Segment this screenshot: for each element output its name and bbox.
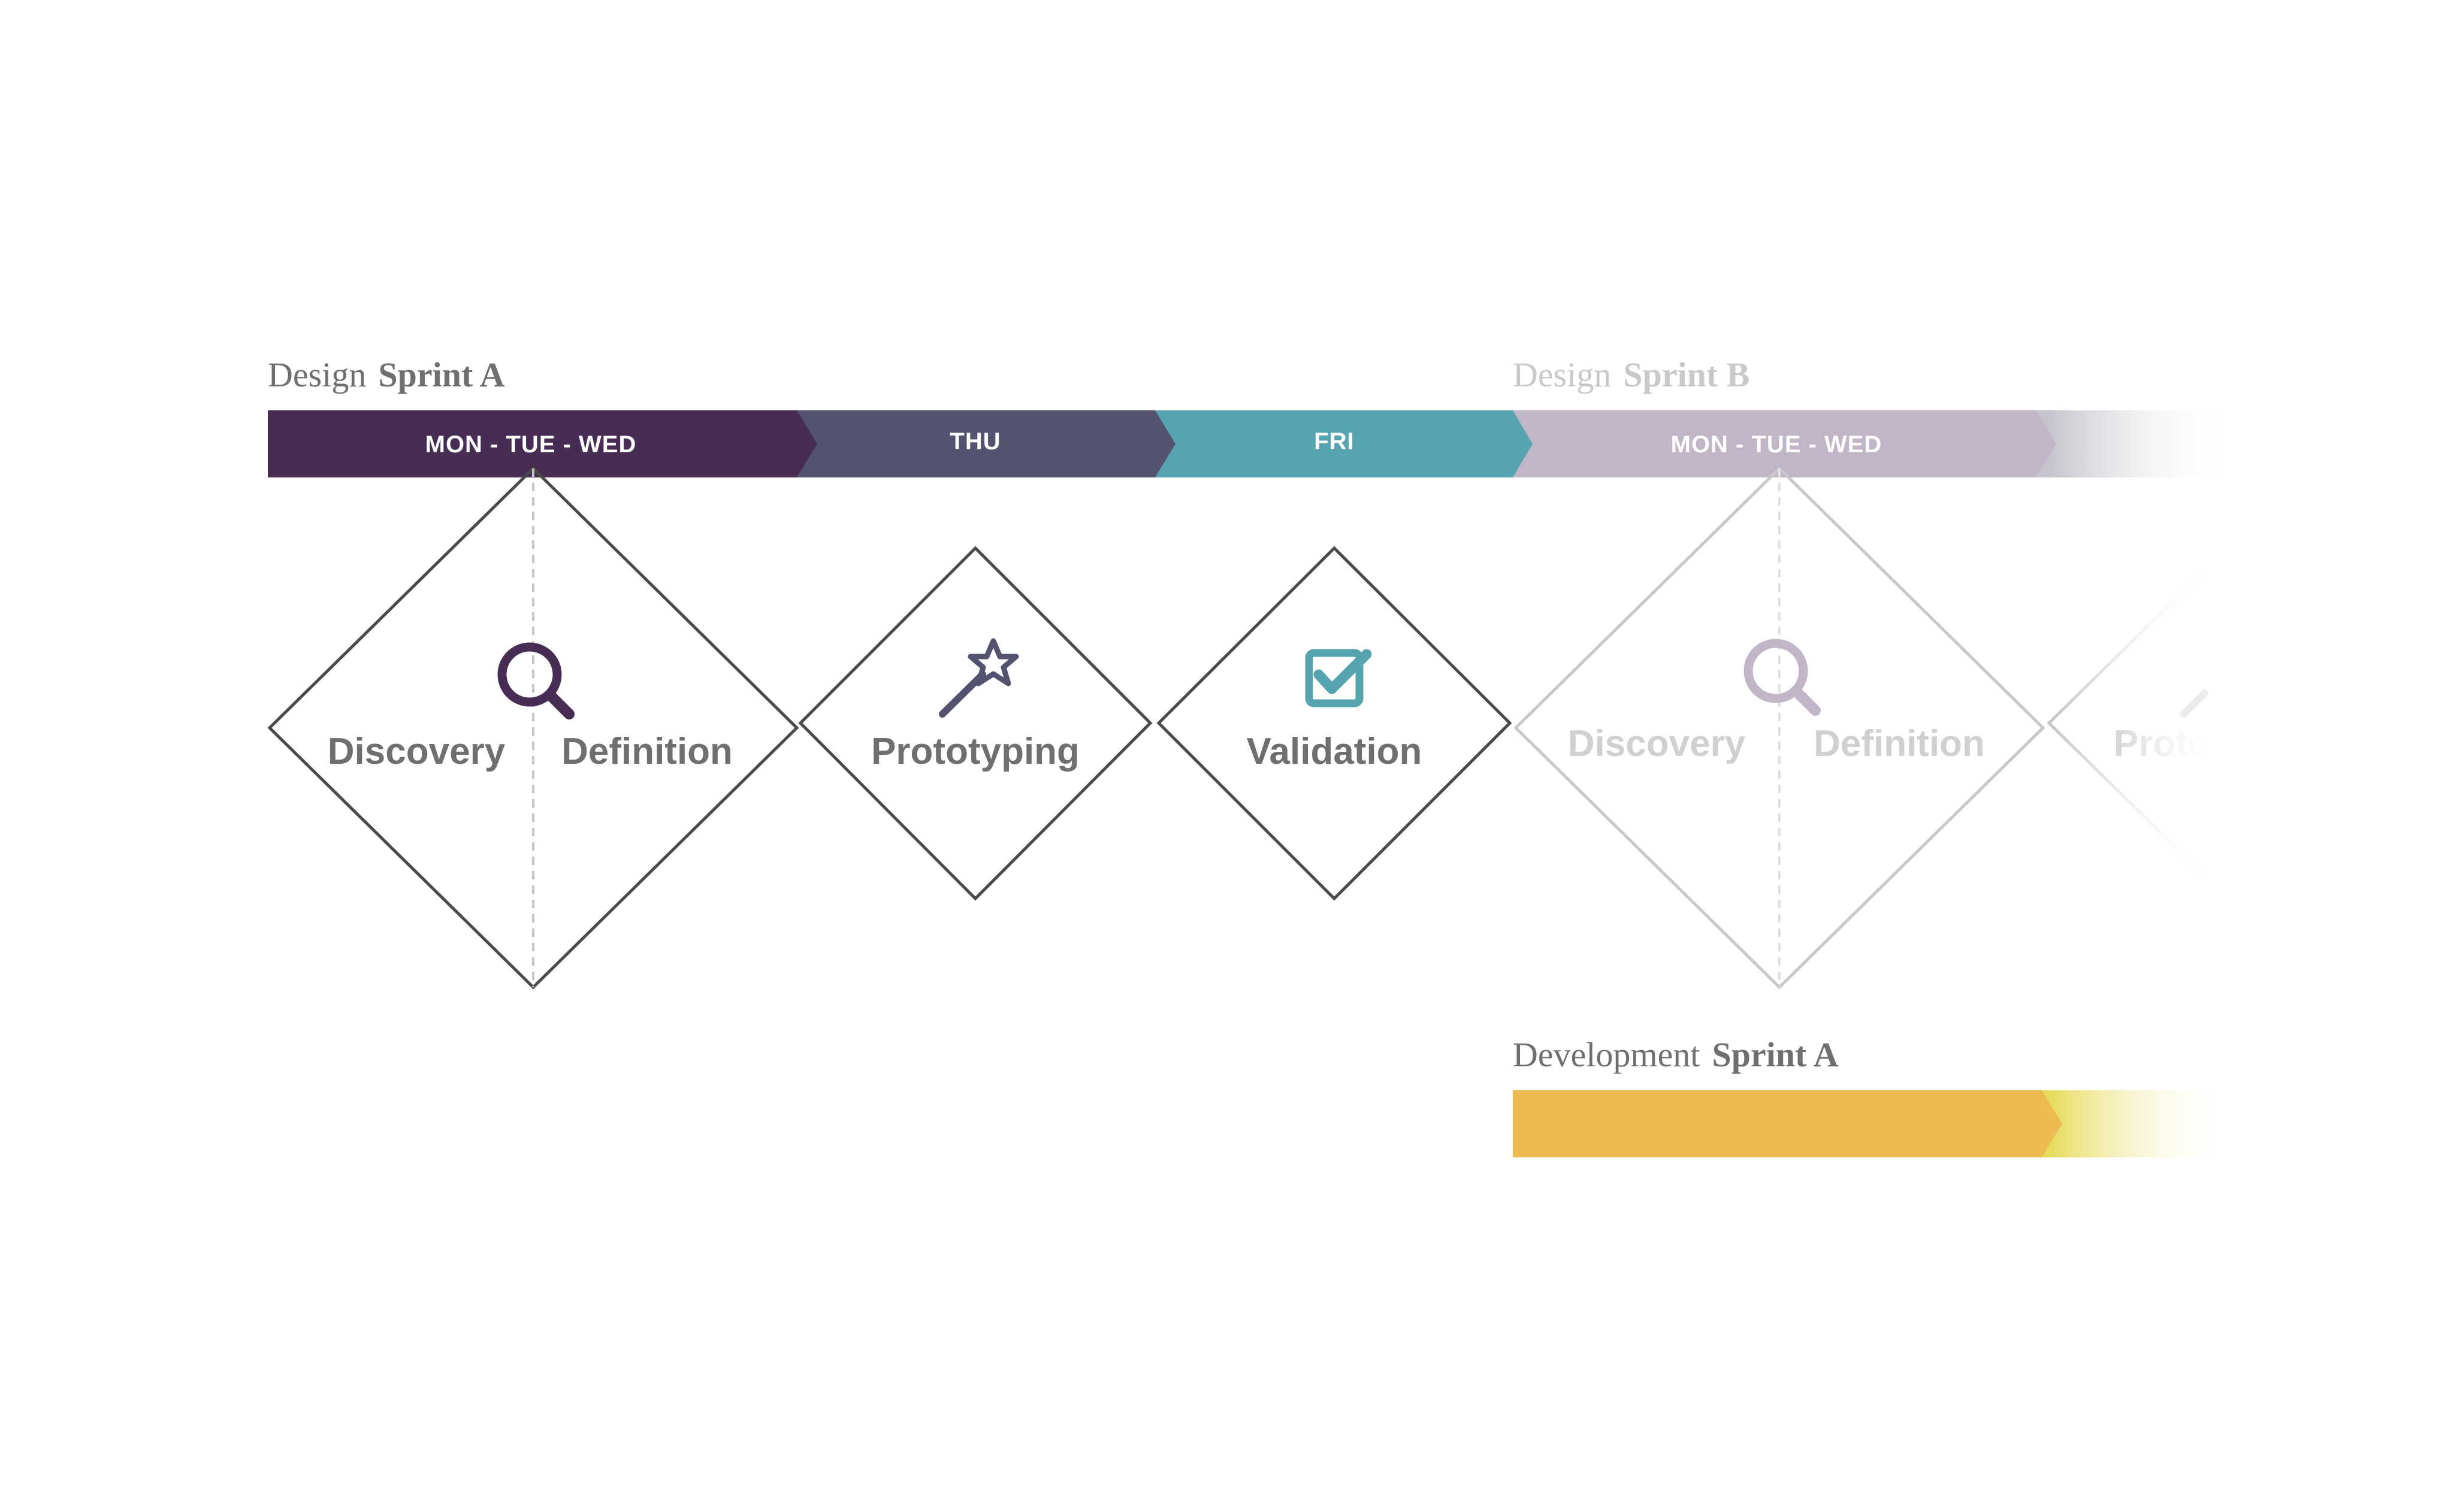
discovery-definition-diamond (267, 466, 799, 990)
prototyping-label: Prototyping (871, 731, 1080, 772)
discovery-label: Discovery (328, 731, 506, 772)
design-sprint-b-title-prefix: Design (1513, 355, 1611, 394)
prototyping-diamond (798, 546, 1153, 901)
sprint-b-discovery-definition-diamond (1513, 466, 2045, 990)
fri-label: FRI (1314, 428, 1354, 455)
design-sprint-a-title-bold: Sprint A (378, 355, 504, 394)
mon-tue-wed-segment (268, 410, 817, 477)
sprint-b-magic-wand-icon (2180, 690, 2208, 718)
mon-tue-wed-label: MON - TUE - WED (425, 431, 637, 458)
design-sprint-b-title: Design Sprint B (1513, 355, 1749, 394)
development-sprint-a-title: Development Sprint A (1513, 1035, 1839, 1074)
sprint-b-mon-tue-wed-label: MON - TUE - WED (1671, 431, 1882, 458)
thu-label: THU (950, 428, 1001, 455)
development-sprint-a-title-prefix: Development (1513, 1035, 1700, 1074)
right-edge-mask (2229, 0, 2454, 1512)
design-sprint-a-title-prefix: Design (268, 355, 366, 394)
sprint-b-prototyping-label: Proto (2114, 723, 2211, 764)
thu-segment (797, 410, 1175, 477)
sprint-b-magnifier-icon (1743, 639, 1821, 716)
definition-label: Definition (561, 731, 733, 772)
checkbox-icon (1305, 649, 1372, 707)
design-sprint-a-title: Design Sprint A (268, 355, 505, 394)
magic-wand-icon (939, 638, 1019, 718)
magnifier-icon (497, 642, 575, 719)
sprint-b-discovery-label: Discovery (1568, 723, 1746, 764)
development-next-segment (2037, 1090, 2229, 1157)
sprint-b-prototyping-diamond (2047, 557, 2218, 889)
sprint-b-next-segment (2031, 410, 2229, 477)
development-sprint-a-title-bold: Sprint A (1712, 1035, 1838, 1074)
sprint-b-mon-tue-wed-segment (1513, 410, 2056, 477)
validation-diamond (1156, 546, 1512, 901)
design-sprint-b-title-bold: Sprint B (1623, 355, 1749, 394)
development-sprint-a-bar (1513, 1090, 2062, 1157)
validation-label: Validation (1247, 731, 1422, 772)
fri-segment (1155, 410, 1533, 477)
sprint-b-definition-label: Definition (1814, 723, 1985, 764)
